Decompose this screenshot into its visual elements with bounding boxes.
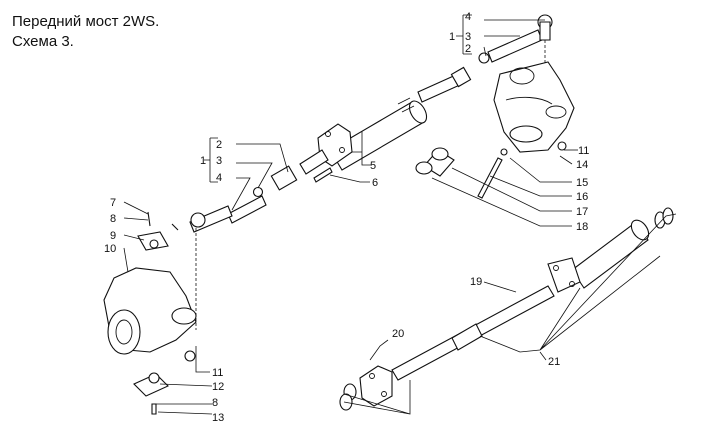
title-line-1: Передний мост 2WS.: [12, 13, 160, 30]
callout-5: 5: [370, 160, 376, 172]
pin-and-bushing: [415, 147, 508, 199]
axle-shaft: [339, 207, 674, 411]
callout-21: 21: [548, 356, 560, 368]
callout-4-upper: 4: [465, 11, 471, 23]
left-knuckle: [103, 211, 197, 415]
right-knuckle: [493, 61, 575, 153]
callout-3-upper: 3: [465, 31, 471, 43]
callout-16: 16: [576, 191, 588, 203]
callout-1-middle: 1: [200, 155, 206, 167]
left-tie-rod: [189, 165, 333, 330]
callout-13: 13: [212, 412, 224, 424]
callout-numbers: 4 1 3 2 2 1 3 4 5 6 7 8 9 10 11 12 8 13 …: [104, 11, 589, 424]
leader-lines: [123, 14, 677, 415]
callout-7: 7: [110, 197, 116, 209]
callout-2-upper: 2: [465, 43, 471, 55]
callout-12: 12: [212, 381, 224, 393]
callout-2-middle: 2: [216, 139, 222, 151]
callout-8-upper: 8: [110, 213, 116, 225]
callout-6: 6: [372, 177, 378, 189]
title-line-2: Схема 3.: [12, 33, 74, 50]
callout-9: 9: [110, 230, 116, 242]
right-tie-rod: [478, 14, 553, 70]
steering-cylinder: [299, 66, 472, 175]
callout-17: 17: [576, 206, 588, 218]
callout-11-lower: 11: [212, 367, 223, 379]
callout-14: 14: [576, 159, 588, 171]
callout-4-middle: 4: [216, 172, 222, 184]
callout-15: 15: [576, 177, 588, 189]
callout-20: 20: [392, 328, 404, 340]
callout-8-lower: 8: [212, 397, 218, 409]
callout-11-upper: 11: [578, 145, 589, 157]
callout-10: 10: [104, 243, 116, 255]
diagram-title: Передний мост 2WS. Схема 3.: [12, 12, 159, 52]
callout-1-upper: 1: [449, 31, 455, 43]
callout-18: 18: [576, 221, 588, 233]
callout-19: 19: [470, 276, 482, 288]
callout-3-middle: 3: [216, 155, 222, 167]
